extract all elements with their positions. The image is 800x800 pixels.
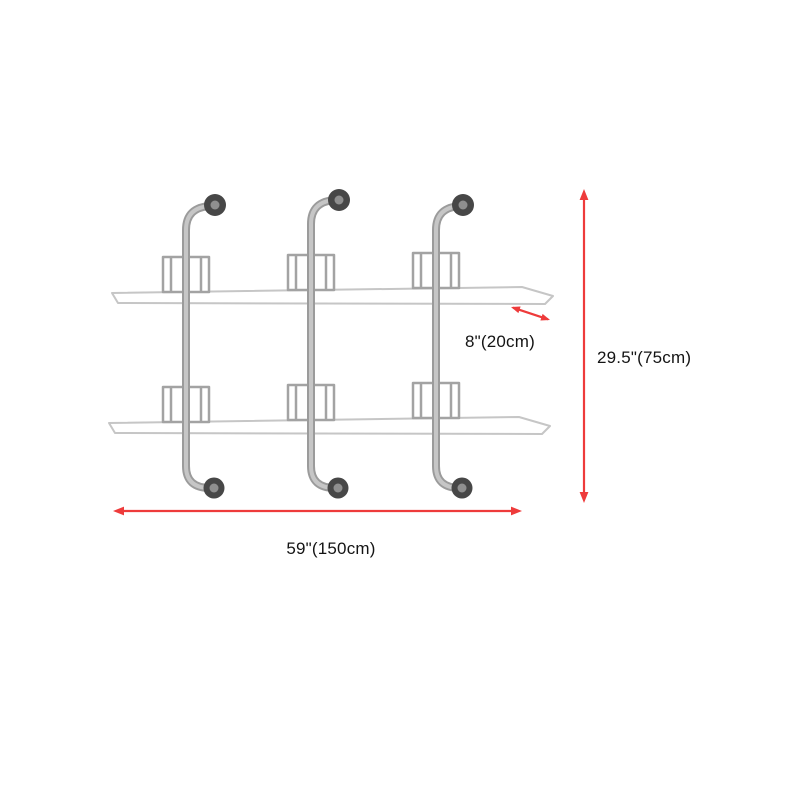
dimension-labels: 29.5"(75cm) 59"(150cm) 8"(20cm) — [286, 332, 691, 558]
flange-hub — [334, 195, 344, 205]
pipe-left — [182, 202, 215, 492]
arrowhead-right-icon — [511, 506, 522, 516]
pipe-right — [432, 202, 465, 492]
flange-hub — [458, 200, 468, 210]
height-dimension-label: 29.5"(75cm) — [597, 348, 691, 367]
flange-hub — [333, 483, 343, 493]
arrowhead-up-icon — [579, 189, 589, 200]
flange-hub — [209, 483, 219, 493]
arrowhead-depth-lower-icon — [540, 313, 550, 321]
arrowhead-depth-upper-icon — [511, 306, 521, 314]
flange-hubs — [209, 195, 468, 493]
depth-dimension-label: 8"(20cm) — [465, 332, 535, 351]
pipes-highlight — [184, 198, 463, 490]
pipe-right-highlight — [434, 204, 463, 490]
arrowhead-left-icon — [113, 506, 124, 516]
dimension-arrowheads — [113, 189, 589, 516]
width-dimension-label: 59"(150cm) — [286, 539, 375, 558]
pipes-outer — [182, 196, 465, 492]
pipe-left-highlight — [184, 204, 213, 490]
arrowhead-down-icon — [579, 492, 589, 503]
flange-hub — [210, 200, 220, 210]
pipe-middle — [307, 196, 340, 492]
pipe-middle-highlight — [309, 198, 338, 490]
flange-hub — [457, 483, 467, 493]
